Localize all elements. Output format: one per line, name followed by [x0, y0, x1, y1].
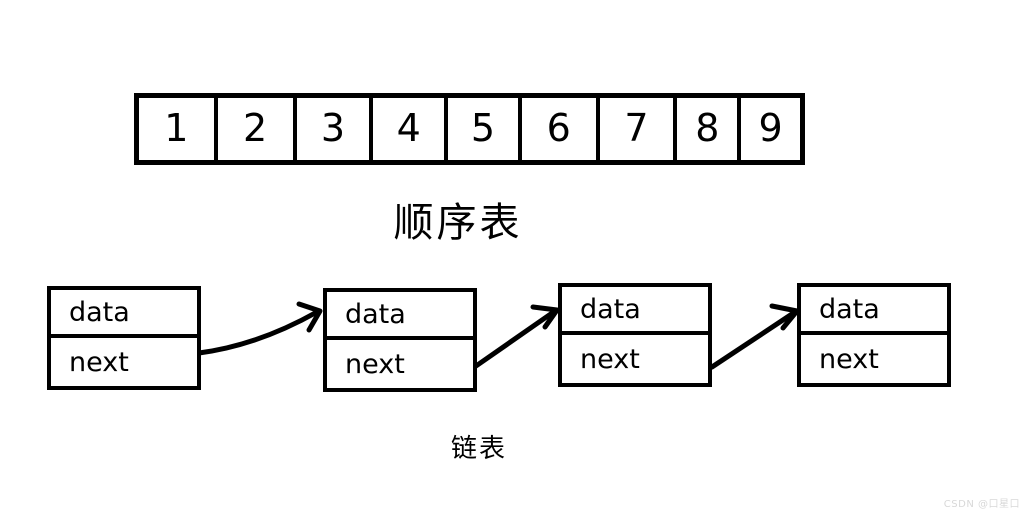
linked-list-node: data next: [797, 283, 951, 387]
array-cell: 9: [741, 98, 800, 160]
array-cell: 4: [373, 98, 449, 160]
array-cell-value: 9: [758, 106, 783, 150]
linked-list-node: data next: [558, 283, 712, 387]
linked-list-node: data next: [323, 288, 477, 392]
sequential-list-caption-text: 顺序表: [393, 200, 523, 246]
node-data-cell: data: [801, 287, 947, 335]
node-next-cell: next: [801, 335, 947, 383]
node-next-label: next: [69, 346, 129, 378]
node-data-cell: data: [51, 290, 197, 338]
watermark: CSDN @口星口: [943, 499, 1020, 510]
array-cell: 7: [600, 98, 678, 160]
array-cell-value: 4: [396, 106, 421, 150]
node-data-label: data: [345, 298, 406, 330]
node-next-label: next: [580, 343, 640, 375]
array-cell-value: 8: [695, 106, 720, 150]
node-data-cell: data: [327, 292, 473, 340]
array-cell-value: 3: [320, 106, 345, 150]
array-cell: 8: [677, 98, 742, 160]
node-next-label: next: [345, 348, 405, 380]
array-cell-value: 6: [546, 106, 571, 150]
array-cell-value: 2: [243, 106, 268, 150]
array-cell: 1: [139, 98, 218, 160]
array-cell-value: 5: [470, 106, 496, 150]
array-cell-value: 7: [624, 106, 649, 150]
node-next-cell: next: [327, 340, 473, 388]
array-cell: 2: [218, 98, 297, 160]
linked-list-arrow: [709, 303, 800, 370]
linked-list-caption: 链表: [0, 428, 1026, 465]
node-next-cell: next: [562, 335, 708, 383]
linked-list-arrow: [473, 304, 560, 369]
node-data-label: data: [819, 293, 880, 325]
node-data-cell: data: [562, 287, 708, 335]
node-next-label: next: [819, 343, 879, 375]
array-cell: 6: [522, 98, 600, 160]
array-cell: 3: [297, 98, 374, 160]
node-data-label: data: [69, 296, 130, 328]
linked-list-caption-text: 链表: [450, 434, 507, 464]
sequential-list-caption: 顺序表: [0, 190, 1026, 248]
node-next-cell: next: [51, 338, 197, 386]
sequential-list-array: 1 2 3 4 5 6 7 8 9: [134, 93, 805, 165]
linked-list-arrow: [196, 301, 323, 356]
node-data-label: data: [580, 293, 641, 325]
array-cell: 5: [448, 98, 522, 160]
array-cell-value: 1: [164, 106, 189, 150]
linked-list-node: data next: [47, 286, 201, 390]
